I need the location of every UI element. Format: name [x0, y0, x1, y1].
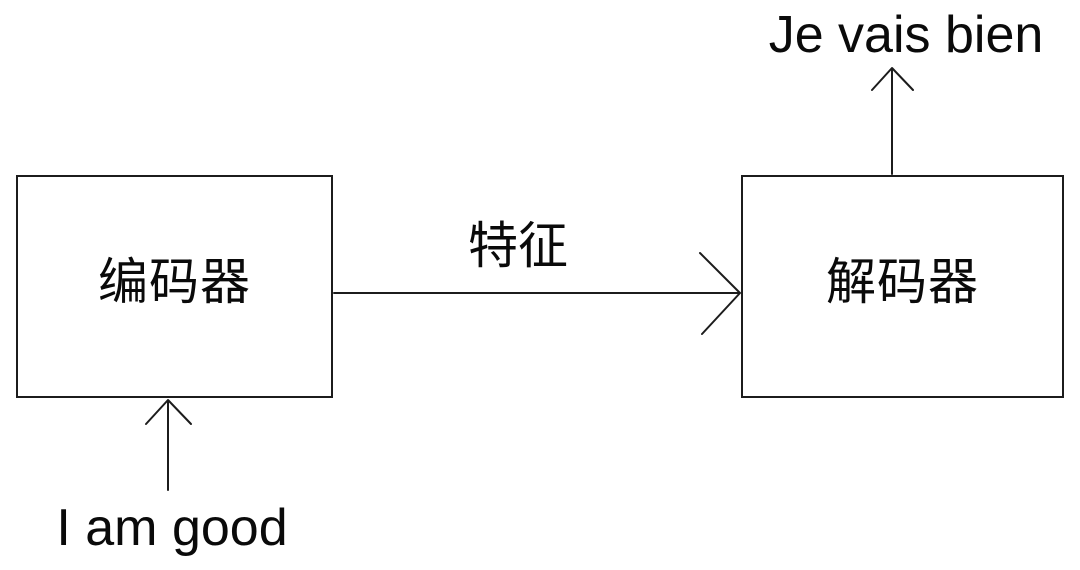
output-arrow: [871, 67, 914, 175]
decoder-label: 解码器: [826, 254, 979, 310]
encoder-box: 编码器: [16, 175, 333, 398]
decoder-box: 解码器: [741, 175, 1064, 398]
output-sentence: Je vais bien: [768, 6, 1044, 64]
input-arrow: [145, 399, 192, 491]
input-sentence: I am good: [56, 499, 288, 557]
feature-arrow: [333, 252, 741, 335]
feature-edge-label: 特征: [468, 218, 568, 274]
encoder-label: 编码器: [98, 254, 251, 310]
